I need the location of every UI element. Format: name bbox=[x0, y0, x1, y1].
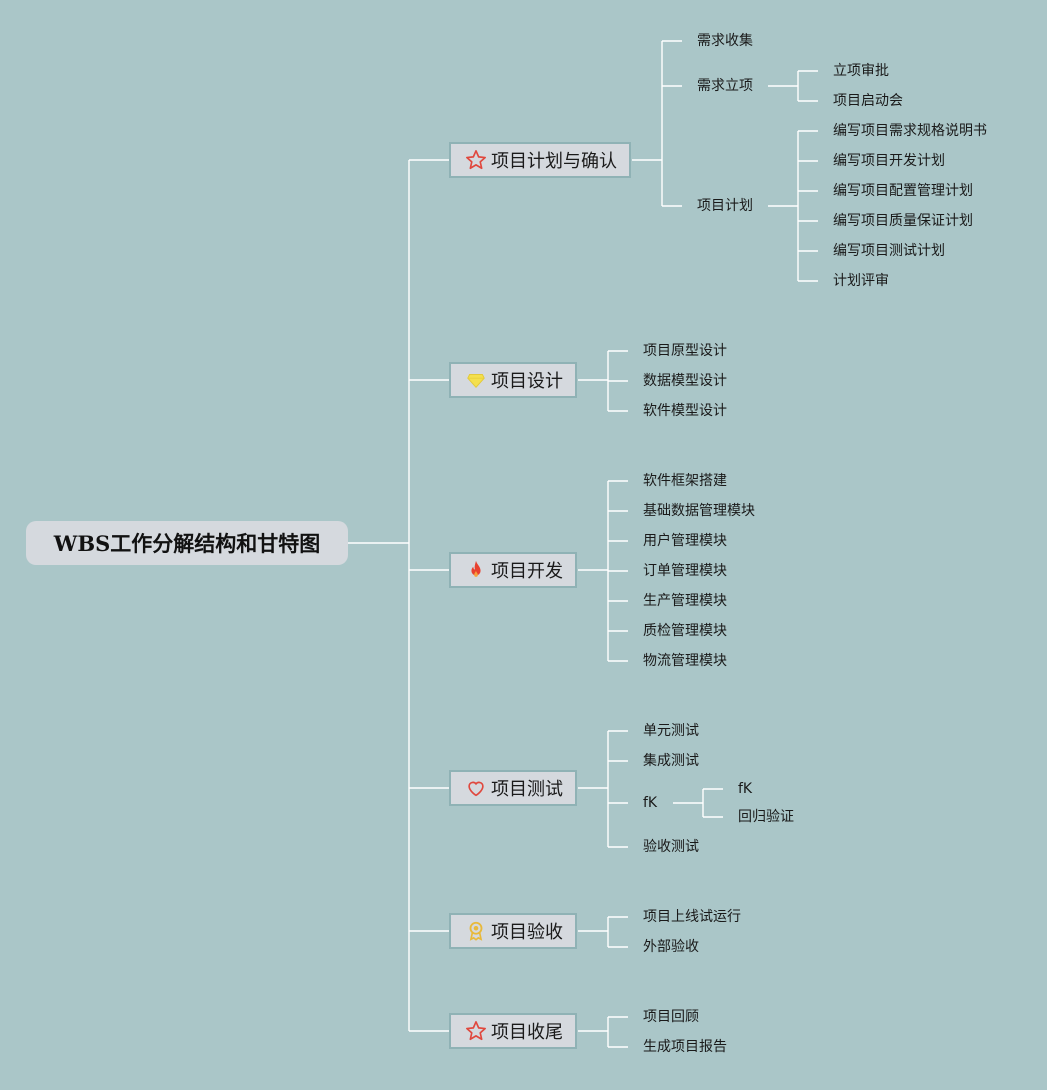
topic-node[interactable]: 生产管理模块 bbox=[643, 593, 727, 609]
subtopic-node[interactable]: 编写项目需求规格说明书 bbox=[833, 123, 987, 139]
branch-node-develop[interactable]: 项目开发 bbox=[449, 552, 577, 588]
subtopic-node[interactable]: 编写项目测试计划 bbox=[833, 243, 945, 259]
topic-node[interactable]: 物流管理模块 bbox=[643, 653, 727, 669]
topic-node[interactable]: 订单管理模块 bbox=[643, 563, 727, 579]
star-icon bbox=[465, 1020, 487, 1042]
branch-label: 项目计划与确认 bbox=[491, 151, 617, 172]
subtopic-node[interactable]: 回归验证 bbox=[738, 809, 794, 825]
branch-label: 项目验收 bbox=[491, 922, 563, 943]
topic-node[interactable]: 项目上线试运行 bbox=[643, 909, 741, 925]
root-node[interactable]: WBS工作分解结构和甘特图 bbox=[26, 521, 348, 565]
fire-icon bbox=[465, 559, 487, 581]
topic-node[interactable]: 项目计划 bbox=[697, 198, 753, 214]
topic-node[interactable]: 单元测试 bbox=[643, 723, 699, 739]
topic-node[interactable]: 项目原型设计 bbox=[643, 343, 727, 359]
topic-node[interactable]: 软件框架搭建 bbox=[643, 473, 727, 489]
subtopic-node[interactable]: 计划评审 bbox=[833, 273, 889, 289]
branch-label: 项目设计 bbox=[491, 371, 563, 392]
topic-node[interactable]: 项目回顾 bbox=[643, 1009, 699, 1025]
topic-node[interactable]: 质检管理模块 bbox=[643, 623, 727, 639]
subtopic-node[interactable]: 编写项目开发计划 bbox=[833, 153, 945, 169]
topic-node[interactable]: 验收测试 bbox=[643, 839, 699, 855]
heart-icon bbox=[465, 777, 487, 799]
subtopic-node[interactable]: 项目启动会 bbox=[833, 93, 903, 109]
topic-node[interactable]: 外部验收 bbox=[643, 939, 699, 955]
topic-node[interactable]: 用户管理模块 bbox=[643, 533, 727, 549]
topic-node[interactable]: 基础数据管理模块 bbox=[643, 503, 755, 519]
branch-node-design[interactable]: 项目设计 bbox=[449, 362, 577, 398]
subtopic-node[interactable]: fK bbox=[738, 781, 753, 797]
branch-label: 项目开发 bbox=[491, 561, 563, 582]
subtopic-node[interactable]: 立项审批 bbox=[833, 63, 889, 79]
topic-node[interactable]: 需求立项 bbox=[697, 78, 753, 94]
topic-node[interactable]: 数据模型设计 bbox=[643, 373, 727, 389]
topic-node[interactable]: 需求收集 bbox=[697, 33, 753, 49]
topic-node[interactable]: 集成测试 bbox=[643, 753, 699, 769]
branch-label: 项目测试 bbox=[491, 779, 563, 800]
branch-node-test[interactable]: 项目测试 bbox=[449, 770, 577, 806]
topic-node[interactable]: 生成项目报告 bbox=[643, 1039, 727, 1055]
subtopic-node[interactable]: 编写项目质量保证计划 bbox=[833, 213, 973, 229]
topic-node[interactable]: fK bbox=[643, 795, 658, 811]
topic-node[interactable]: 软件模型设计 bbox=[643, 403, 727, 419]
branch-node-close[interactable]: 项目收尾 bbox=[449, 1013, 577, 1049]
subtopic-node[interactable]: 编写项目配置管理计划 bbox=[833, 183, 973, 199]
branch-node-plan[interactable]: 项目计划与确认 bbox=[449, 142, 631, 178]
star-icon bbox=[465, 149, 487, 171]
medal-icon bbox=[465, 920, 487, 942]
branch-node-accept[interactable]: 项目验收 bbox=[449, 913, 577, 949]
diamond-icon bbox=[465, 369, 487, 391]
branch-label: 项目收尾 bbox=[491, 1022, 563, 1043]
